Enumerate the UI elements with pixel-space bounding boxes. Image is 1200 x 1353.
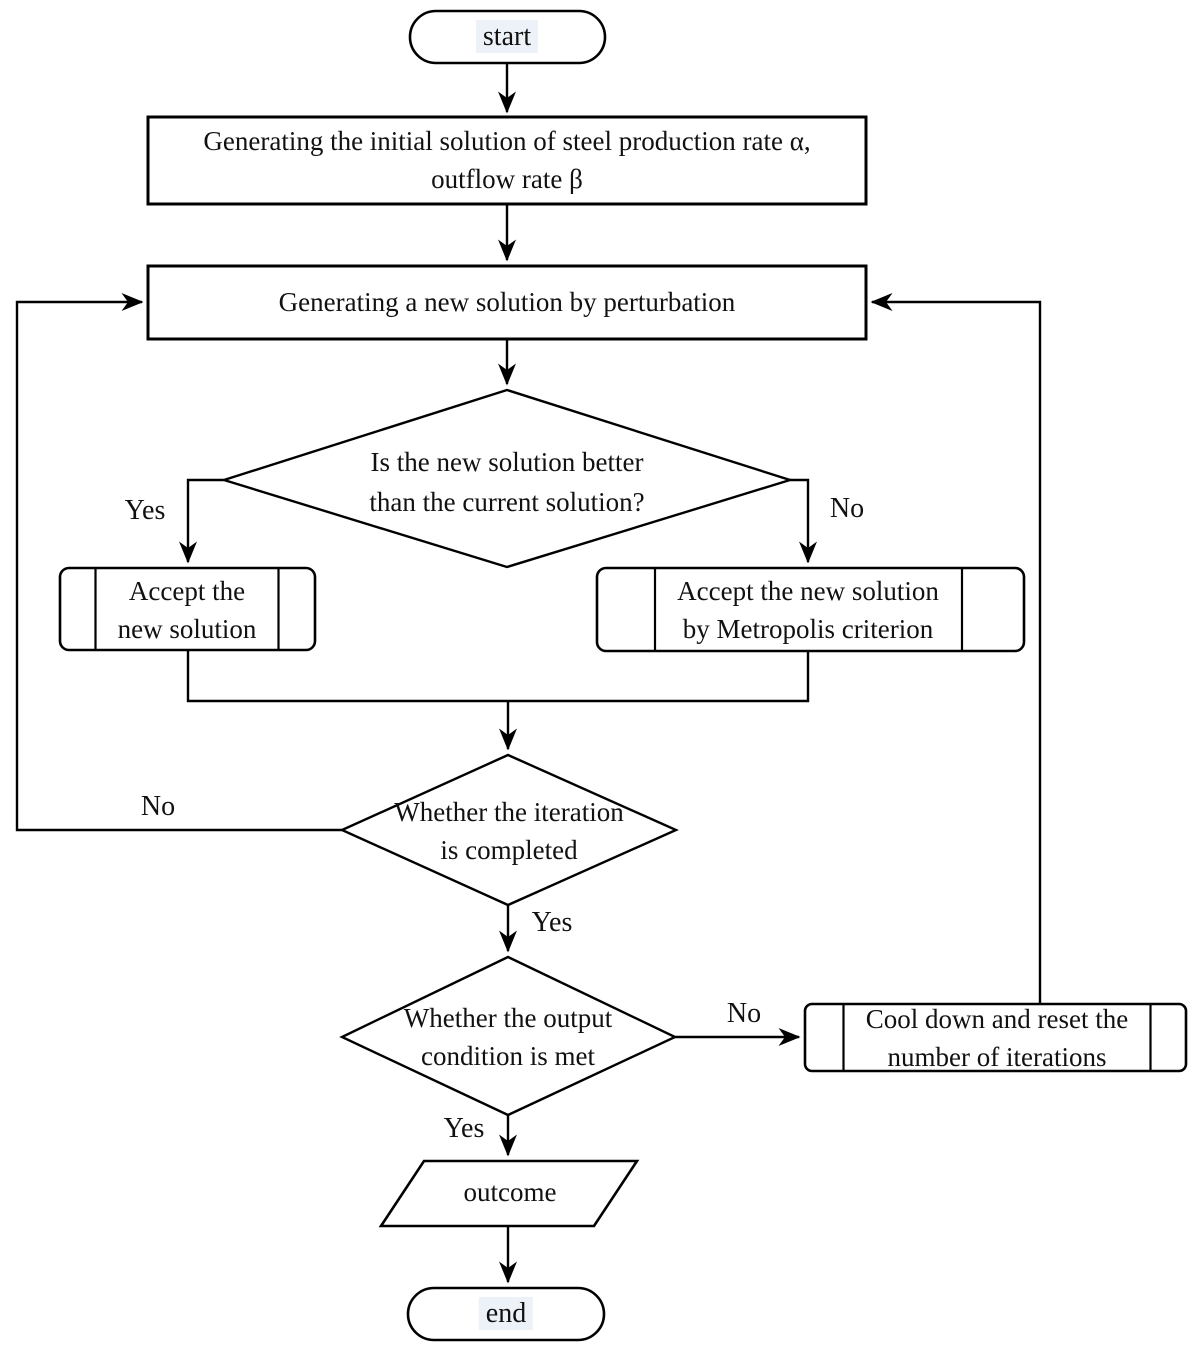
decision-better-label: Is the new solution better than the curr… — [369, 447, 645, 517]
decision-iteration-label: Whether the iteration is completed — [394, 797, 624, 865]
init-label: Generating the initial solution of steel… — [203, 126, 811, 194]
edge-label-output-yes: Yes — [443, 1113, 485, 1144]
edge-merge-line — [186, 650, 810, 703]
decision-iteration-diamond — [339, 753, 679, 907]
decision-output-diamond — [339, 955, 678, 1117]
accept-predefined-box — [58, 566, 317, 652]
edge-label-iteration-yes: Yes — [531, 907, 573, 938]
start-label: start — [475, 18, 539, 56]
outcome-label: outcome — [463, 1177, 557, 1207]
edge-decision-yes-to-accept — [179, 478, 224, 564]
edge-label-better-yes: Yes — [124, 495, 166, 526]
cooldown-predefined-box — [803, 1002, 1188, 1073]
init-process-box — [146, 115, 868, 206]
edge-label-output-no: No — [726, 998, 762, 1029]
edge-decision-no-to-metropolis — [790, 478, 817, 564]
cooldown-label: Cool down and reset the number of iterat… — [865, 1004, 1129, 1072]
accept-label: Accept the new solution — [117, 576, 257, 644]
decision-output-label: Whether the output condition is met — [403, 1003, 613, 1071]
metropolis-predefined-box — [595, 566, 1026, 653]
end-label: end — [478, 1295, 534, 1333]
perturb-label: Generating a new solution by perturbatio… — [278, 287, 736, 317]
edge-iteration-no-loop — [15, 293, 342, 832]
edge-label-iteration-no: No — [140, 791, 176, 822]
outcome-parallelogram — [378, 1159, 640, 1228]
edge-cooldown-loop — [870, 293, 1042, 1004]
metropolis-label: Accept the new solution by Metropolis cr… — [677, 576, 939, 644]
edge-label-better-no: No — [829, 493, 865, 524]
decision-better-diamond — [219, 388, 795, 569]
perturb-process-box — [146, 264, 868, 341]
